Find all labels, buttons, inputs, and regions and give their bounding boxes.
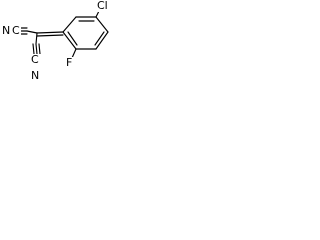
bond-nitrile-bottom-1: [32, 43, 35, 55]
bond-c1-top-nitrile: [26, 30, 38, 34]
bond-ring-inner-2: [94, 31, 105, 46]
nitrile-bottom-n-bg: [31, 70, 41, 82]
nitrile-bottom-c-bg: [31, 54, 41, 66]
chemical-structure-drawing: N C C N Cl F: [2, 0, 114, 82]
bond-ring-6: [62, 31, 77, 50]
bond-ring-fluorine: [71, 48, 77, 59]
bond-group: [11, 8, 109, 59]
chlorine-bg: [97, 0, 114, 12]
bond-c1-bottom-nitrile: [35, 32, 38, 45]
bond-vinyl-double-1: [36, 31, 64, 34]
bond-ring-4: [95, 31, 109, 50]
bond-ring-inner-3: [67, 31, 78, 46]
bond-ring-3: [95, 16, 109, 33]
nitrile-top-n-label: N: [2, 24, 10, 37]
nitrile-top-c-bg: [12, 25, 21, 37]
fluorine-label: F: [66, 56, 72, 69]
chlorine-label: Cl: [97, 0, 108, 12]
nitrile-bottom-c-label: C: [31, 53, 39, 66]
bond-nitrile-bottom-3: [38, 43, 41, 55]
bond-vinyl-double-2: [36, 34, 64, 37]
nitrile-top-n-bg: [2, 25, 12, 37]
bond-nitrile-bottom-2: [35, 43, 38, 55]
fluorine-bg: [66, 57, 76, 69]
bond-ring-1: [62, 16, 77, 33]
atom-label-group: N C C N Cl F: [2, 0, 114, 82]
nitrile-top-c-label: C: [12, 24, 20, 37]
nitrile-bottom-n-label: N: [31, 69, 39, 82]
